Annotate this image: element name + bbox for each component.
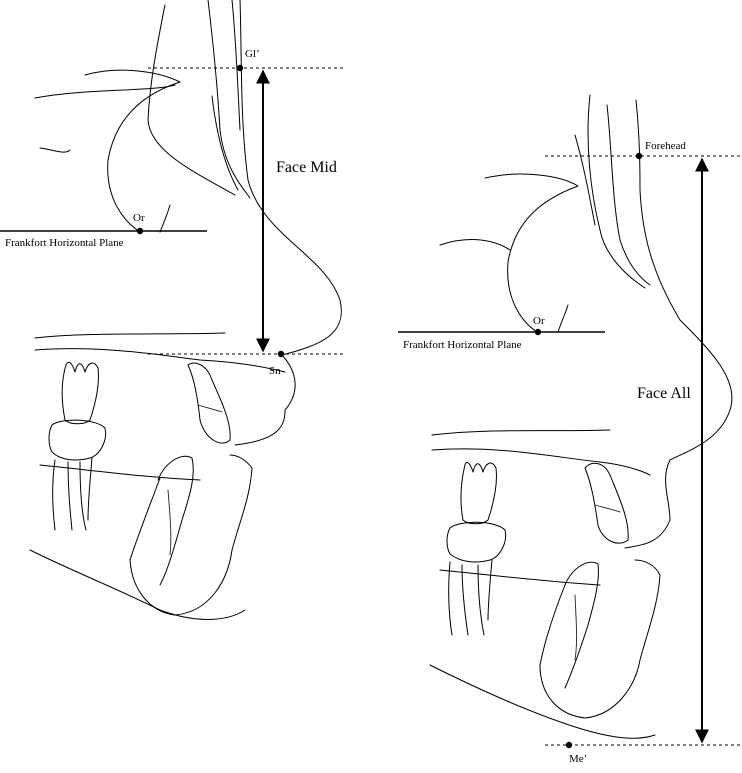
left-skull-outline (29, 0, 342, 620)
glabella-point (236, 64, 244, 72)
right-orbitale-point (534, 328, 542, 336)
menton-point (565, 741, 573, 749)
right-frankfort-label: Frankfort Horizontal Plane (403, 339, 522, 351)
menton-label: Me’ (569, 753, 587, 765)
face-mid-label: Face Mid (276, 159, 337, 176)
forehead-label: Forehead (645, 140, 686, 152)
right-orbitale-label: Or (533, 315, 545, 327)
left-frankfort-label: Frankfort Horizontal Plane (5, 237, 124, 249)
left-panel: Frankfort Horizontal Plane Gl’ Or Sn Fac… (0, 0, 343, 620)
subnasale-label: Sn (269, 365, 281, 377)
forehead-point (635, 152, 643, 160)
face-all-label: Face All (637, 385, 691, 402)
glabella-label: Gl’ (245, 48, 260, 60)
left-orbitale-point (136, 227, 144, 235)
subnasale-point (277, 350, 285, 358)
left-orbitale-label: Or (133, 212, 145, 224)
right-panel: Frankfort Horizontal Plane Forehead Or M… (398, 94, 740, 765)
right-skull-outline (429, 94, 733, 739)
